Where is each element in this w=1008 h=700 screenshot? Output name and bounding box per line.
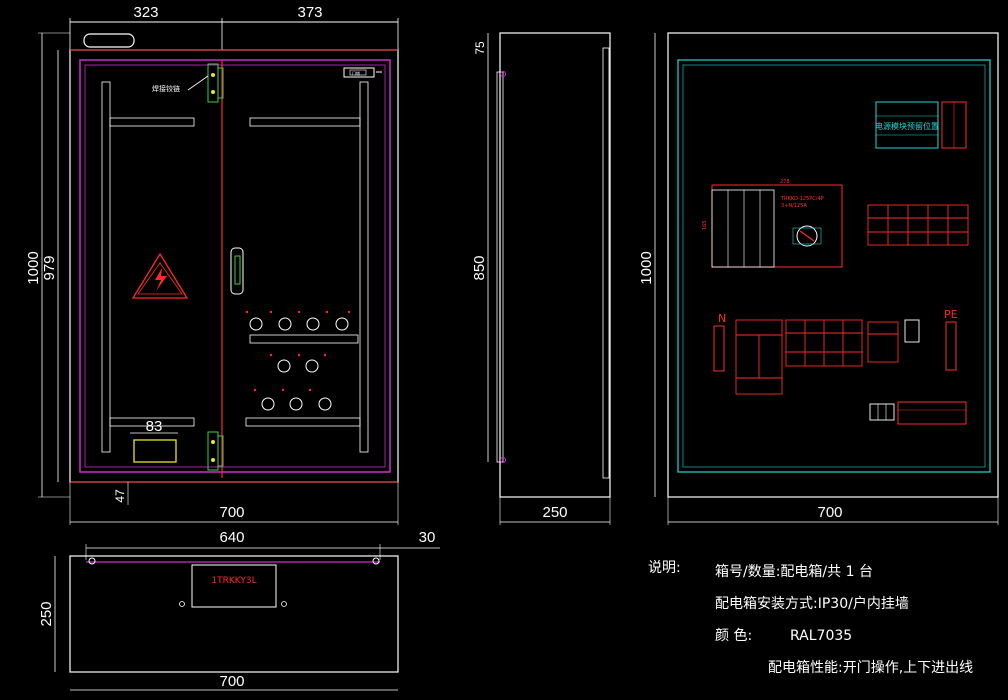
dim-interior-height: 1000 bbox=[638, 251, 655, 284]
electric-hazard-icon bbox=[131, 252, 189, 299]
dim-front-height-inner: 979 bbox=[41, 255, 58, 280]
notes-block: 说明: 箱号/数量:配电箱/共 1 台 配电箱安装方式:IP30/户内挂墙 颜 … bbox=[648, 560, 973, 676]
module-title: 电源模块预留位置 bbox=[875, 121, 939, 131]
neutral-label: N bbox=[718, 312, 726, 325]
hinge-top-icon bbox=[207, 63, 224, 103]
top-outline bbox=[69, 555, 399, 673]
knockout-holes bbox=[249, 317, 349, 411]
notes-title: 说明: bbox=[648, 560, 681, 576]
dim-side-height: 850 bbox=[471, 255, 488, 280]
dim-side-top: 75 bbox=[473, 41, 487, 55]
nameplate-text: 1TRKKY3L bbox=[211, 576, 256, 586]
lifting-slot bbox=[83, 33, 135, 48]
side-view: 75 850 250 bbox=[471, 32, 611, 525]
nameplate-holder bbox=[133, 439, 177, 463]
mcb-group bbox=[785, 319, 863, 367]
front-cabinet-outline bbox=[69, 49, 399, 483]
power-module-reserved: 电源模块预留位置 bbox=[875, 101, 967, 149]
top-view: 640 30 1TRKKY3L 250 700 bbox=[38, 529, 440, 691]
notes-line-2: 配电箱安装方式:IP30/户内挂墙 bbox=[715, 595, 909, 612]
mcb-small bbox=[867, 321, 899, 363]
hinge-label: 焊接铰链 bbox=[152, 84, 180, 93]
terminal-strip bbox=[869, 401, 967, 425]
dim-module-width: 278 bbox=[780, 179, 790, 185]
dim-top-total-width: 700 bbox=[219, 673, 244, 690]
notes-line-1: 箱号/数量:配电箱/共 1 台 bbox=[715, 564, 873, 580]
interior-view: 1000 700 电源模块预留位置 TRKKD-125PC/4P 3+N/125… bbox=[638, 32, 999, 525]
front-view: 323 373 1000 979 bbox=[25, 4, 399, 525]
top-cable-plate bbox=[191, 564, 277, 608]
breaker-model: TRKKD-125PC/4P bbox=[780, 196, 824, 202]
dim-top-width: 640 bbox=[219, 529, 244, 546]
breaker-row-upper bbox=[867, 204, 969, 246]
meter-icon bbox=[904, 319, 920, 343]
dim-front-height-outer: 1000 bbox=[25, 251, 42, 284]
dim-side-depth: 250 bbox=[542, 504, 567, 521]
notes-line-3-label: 颜 色: bbox=[715, 627, 752, 644]
dim-front-top-right: 373 bbox=[297, 4, 322, 21]
dim-front-top-left: 323 bbox=[133, 4, 158, 21]
dim-module-height: 165 bbox=[702, 220, 708, 230]
door-frame bbox=[79, 59, 391, 473]
side-outline bbox=[499, 32, 611, 498]
main-breaker: TRKKD-125PC/4P 3+N/125A 278 165 bbox=[702, 179, 843, 268]
dim-interior-width: 700 bbox=[817, 504, 842, 521]
earth-label: PE bbox=[944, 308, 958, 321]
interior-outline bbox=[667, 32, 999, 498]
lock-label: 门锁 bbox=[352, 70, 360, 76]
breaker-rating: 3+N/125A bbox=[781, 203, 807, 209]
door-handle-icon bbox=[230, 247, 244, 295]
mounting-plate bbox=[677, 59, 991, 473]
notes-line-3-value: RAL7035 bbox=[790, 628, 852, 644]
neutral-bar: N bbox=[713, 312, 726, 372]
dim-front-width: 700 bbox=[219, 504, 244, 521]
lock-icon: 门锁 bbox=[343, 67, 382, 78]
dim-top-offset: 30 bbox=[419, 529, 436, 546]
notes-line-4: 配电箱性能:开门操作,上下进出线 bbox=[768, 660, 973, 676]
earth-bar: PE bbox=[944, 308, 958, 371]
dim-front-gap: 83 bbox=[146, 418, 163, 435]
dim-front-bottom-offset: 47 bbox=[113, 489, 127, 503]
rcd-breaker bbox=[735, 319, 783, 395]
hinge-bottom-icon bbox=[207, 431, 224, 471]
dim-top-depth: 250 bbox=[38, 601, 55, 626]
